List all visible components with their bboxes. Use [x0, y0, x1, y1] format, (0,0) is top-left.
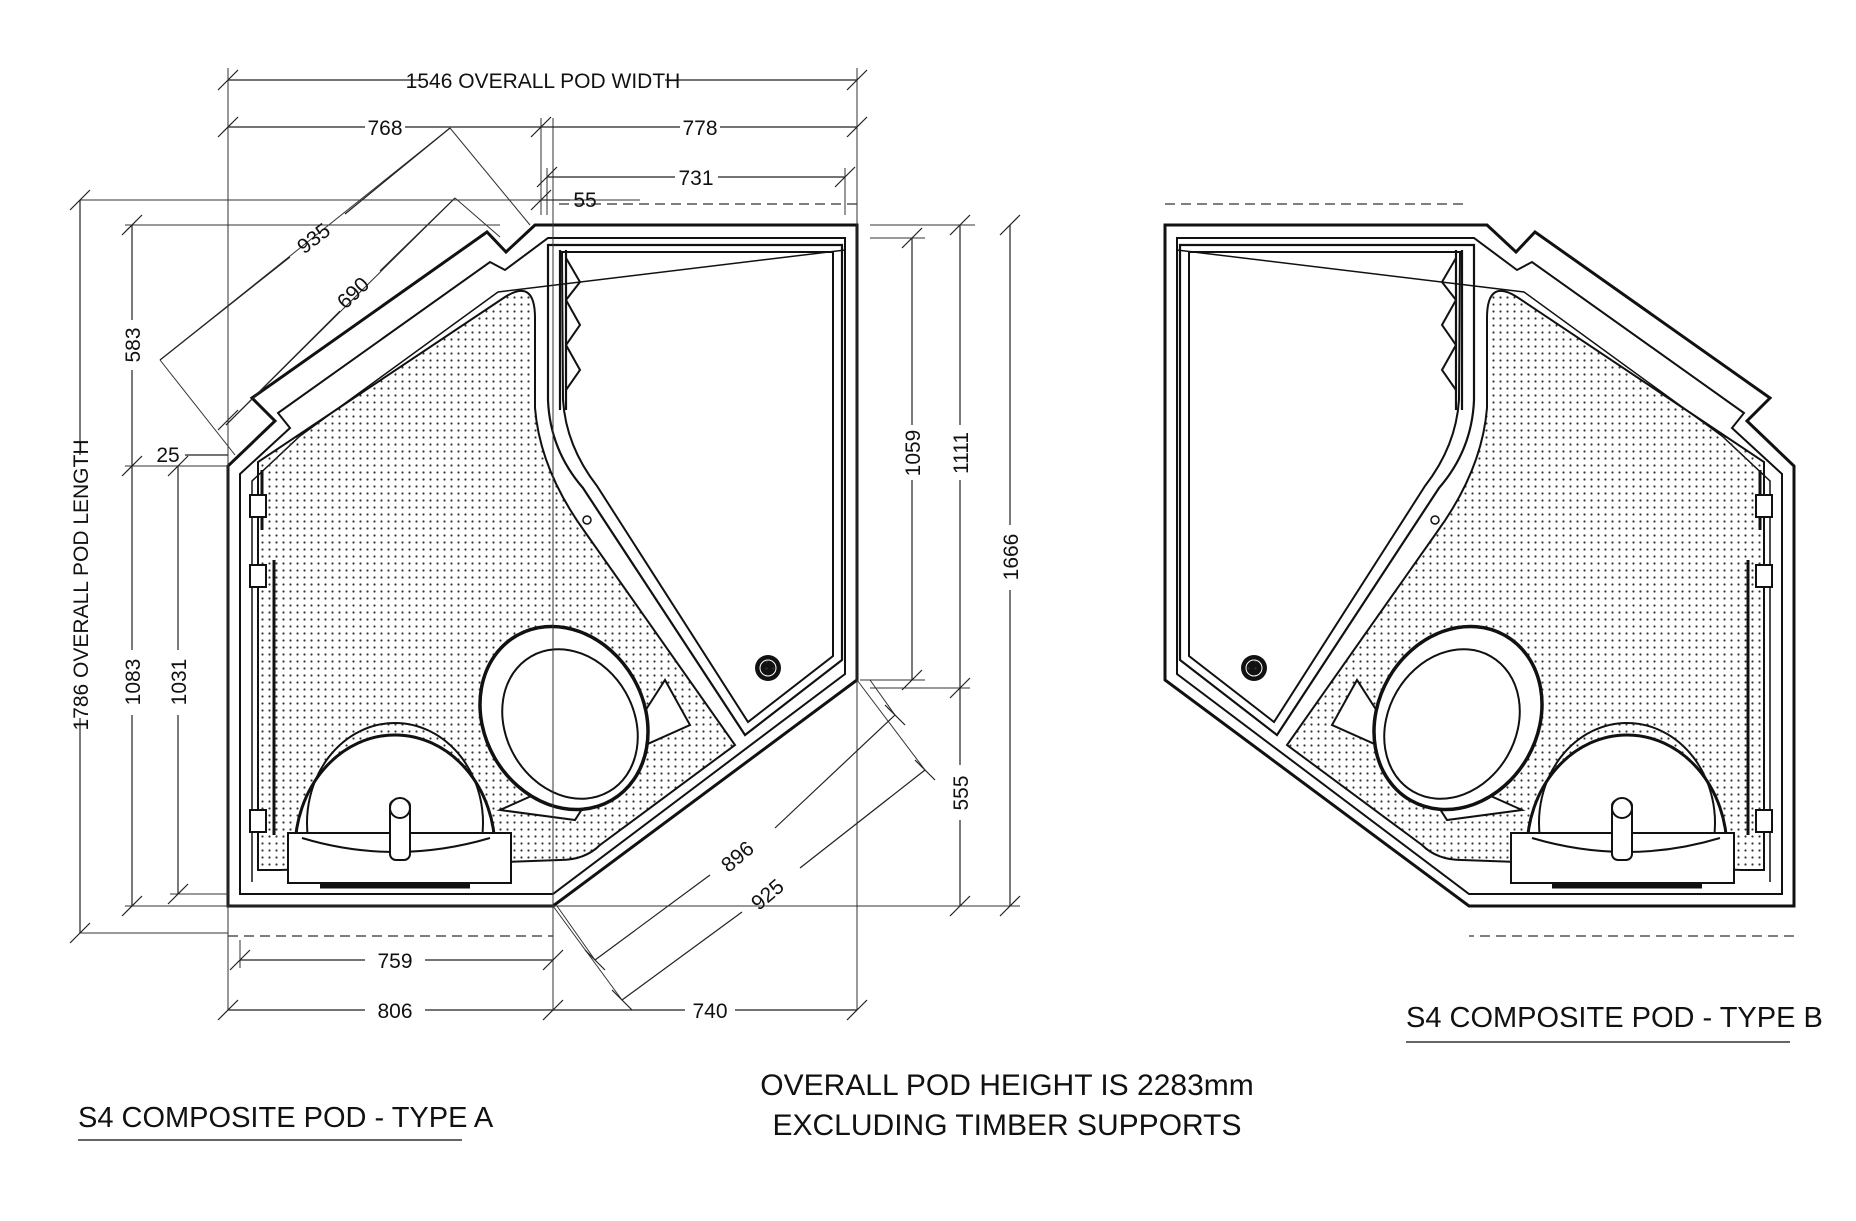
dim-right-overall: 1666	[1000, 534, 1023, 581]
dim-shower-depth-outer: 1111	[950, 432, 973, 474]
pod-a-outer-wall	[226, 223, 859, 908]
height-note-line2: EXCLUDING TIMBER SUPPORTS	[773, 1109, 1242, 1142]
pod-a-shower-drain	[755, 655, 781, 681]
pod-a-shower-tray	[546, 243, 844, 737]
pod-a-grab-rails	[249, 470, 276, 835]
pod-b-basin	[1510, 721, 1735, 889]
title-type-a-text: S4 COMPOSITE POD - TYPE A	[78, 1102, 494, 1134]
dim-overall-width: 1546 OVERALL POD WIDTH	[406, 70, 681, 93]
dim-shower-width: 731	[678, 167, 713, 190]
pod-a-dimensions	[69, 68, 1021, 1021]
pod-a-toilet	[478, 624, 692, 822]
dim-bottom-left: 806	[377, 1000, 412, 1023]
dim-left-upper: 583	[122, 327, 145, 362]
dim-corner: 25	[156, 444, 179, 467]
dim-diag-inner: 690	[333, 273, 374, 314]
pod-a-inner-wall	[239, 237, 846, 895]
dim-right-lower: 555	[950, 775, 973, 810]
dim-top-left: 768	[367, 117, 402, 140]
dim-top-right: 778	[682, 117, 717, 140]
dim-bottom-inner: 759	[377, 950, 412, 973]
pod-b-shower-drain	[1241, 655, 1267, 681]
pod-a-shower-screen	[558, 250, 568, 410]
pod-b-toilet	[1330, 624, 1544, 822]
pod-type-a	[69, 68, 1021, 1021]
title-type-b-text: S4 COMPOSITE POD - TYPE B	[1406, 1002, 1823, 1034]
height-note-line1: OVERALL POD HEIGHT IS 2283mm	[760, 1069, 1254, 1102]
dim-overall-length: 1786 OVERALL POD LENGTH	[70, 439, 93, 730]
dim-diag-lower-inner: 896	[717, 837, 759, 877]
title-type-a: S4 COMPOSITE POD - TYPE A	[78, 1102, 494, 1141]
dim-shower-depth-inner: 1059	[902, 430, 925, 477]
pod-a-basin	[287, 721, 512, 889]
pod-type-b	[1163, 203, 1796, 937]
dim-left-lower-inner: 1031	[168, 659, 191, 706]
dim-step: 55	[573, 189, 596, 212]
dim-left-lower-outer: 1083	[122, 659, 145, 706]
dim-bottom-right: 740	[692, 1000, 727, 1023]
dim-diag-lower-outer: 925	[747, 875, 789, 915]
title-type-b: S4 COMPOSITE POD - TYPE B	[1406, 1002, 1823, 1043]
pod-b-grab-rails	[1746, 470, 1773, 835]
